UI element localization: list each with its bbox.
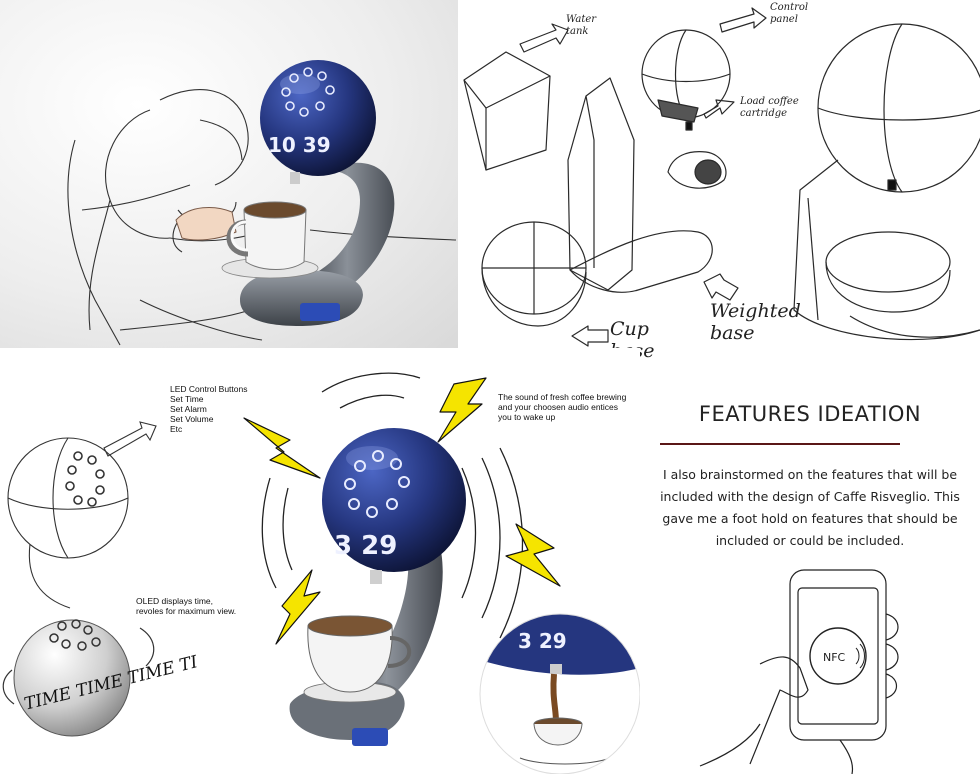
lightning-bolts bbox=[243, 377, 561, 645]
arrow-led bbox=[103, 421, 157, 457]
note-led-controls: LED Control Buttons Set Time Set Alarm S… bbox=[170, 384, 248, 434]
label-water-tank: Water tank bbox=[566, 14, 597, 37]
cartridge-holder-sketch bbox=[667, 151, 727, 189]
render-panel-bedside: 10 39 bbox=[0, 0, 458, 348]
nfc-label: NFC bbox=[823, 651, 846, 664]
bedside-illustration: 10 39 bbox=[67, 60, 457, 346]
cup-base-sketch bbox=[481, 221, 587, 327]
bolt-top-right bbox=[437, 377, 487, 443]
sketch-panel-components: Water tank Control panel Load coffee car… bbox=[458, 0, 980, 372]
hand-sketch bbox=[749, 656, 809, 765]
arrow-weighted-base bbox=[703, 273, 739, 301]
bolt-bottom-right bbox=[505, 523, 561, 587]
features-description: I also brainstormed on the features that… bbox=[660, 467, 960, 548]
nfc-phone-sketch: NFC bbox=[699, 569, 899, 774]
sphere-time-large: 3 29 bbox=[334, 531, 397, 561]
hand-render bbox=[175, 207, 237, 241]
features-illustration: TIME TIME TIME TI bbox=[2, 372, 640, 774]
bolt-bottom-left bbox=[275, 569, 321, 645]
assembled-machine-sketch bbox=[793, 23, 980, 341]
component-sketches bbox=[463, 7, 980, 347]
machine-arm bbox=[300, 162, 395, 303]
mug-render bbox=[221, 201, 319, 279]
main-machine-render: 3 29 bbox=[289, 428, 466, 746]
arrow-water-tank bbox=[519, 23, 569, 53]
rotate-arrow-left bbox=[2, 669, 15, 705]
render-panel-features: TIME TIME TIME TI bbox=[0, 348, 640, 774]
control-panel-sphere-sketch bbox=[641, 29, 731, 131]
phone-body bbox=[789, 569, 887, 741]
oled-time-ball: TIME TIME TIME TI bbox=[2, 619, 200, 737]
sound-waves bbox=[261, 372, 524, 639]
column-sketch bbox=[567, 77, 713, 293]
arrow-control-panel bbox=[719, 7, 767, 33]
nfc-circle bbox=[809, 627, 867, 685]
label-weighted-base: Weighted base bbox=[710, 300, 801, 344]
label-load-coffee-cartridge: Load coffee cartridge bbox=[740, 96, 799, 119]
bolt-top-left bbox=[243, 417, 321, 479]
title-underline bbox=[660, 443, 900, 445]
nfc-waves-icon bbox=[855, 643, 865, 669]
features-text-panel: FEATURES IDEATION I also brainstormed on… bbox=[640, 372, 980, 774]
base-blue-accent bbox=[300, 303, 340, 321]
label-control-panel: Control panel bbox=[770, 2, 809, 25]
rotate-arrow-right bbox=[139, 627, 155, 667]
phone-screen bbox=[797, 587, 879, 725]
water-tank-sketch bbox=[463, 51, 551, 171]
sphere-time-small: 10 39 bbox=[268, 133, 331, 157]
pour-closeup: 3 29 bbox=[480, 614, 640, 774]
led-sphere-sketch bbox=[7, 421, 157, 609]
note-oled: OLED displays time, revoles for maximum … bbox=[136, 596, 237, 616]
note-sound: The sound of fresh coffee brewing and yo… bbox=[498, 392, 627, 422]
sphere-time-closeup: 3 29 bbox=[518, 629, 567, 653]
arrow-cup-base bbox=[571, 325, 609, 347]
features-title: FEATURES IDEATION bbox=[698, 402, 922, 426]
led-buttons bbox=[281, 67, 335, 117]
